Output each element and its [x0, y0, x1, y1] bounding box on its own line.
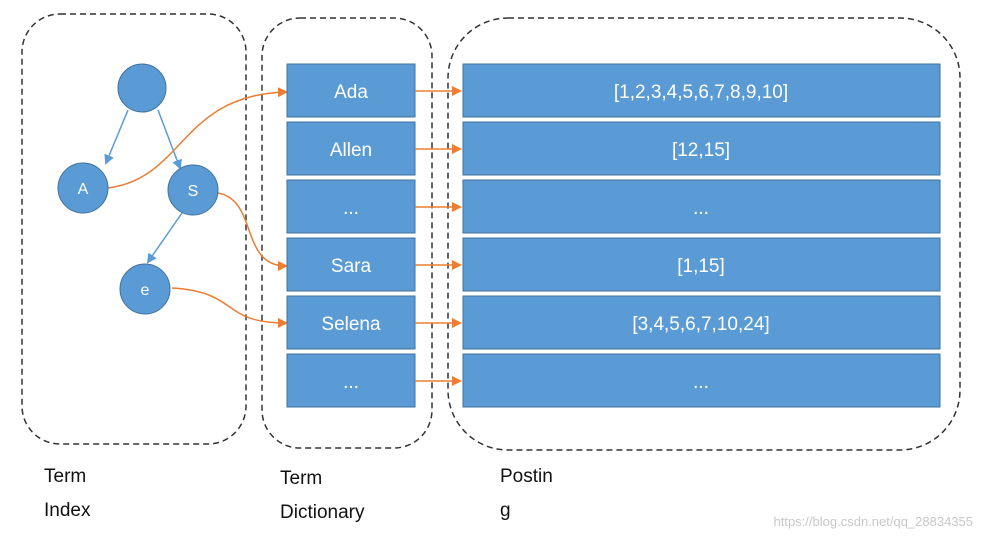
tree-node-e-label: e — [141, 282, 150, 299]
tree-edge-s-e — [146, 212, 183, 264]
caption-postings-line1: Postin — [500, 466, 553, 487]
dictionary-entry: ... — [286, 179, 416, 234]
posting-values: [12,15] — [672, 140, 730, 161]
term-index-container — [21, 13, 247, 445]
posting-list: [12,15] — [462, 121, 941, 176]
tree-node-root — [117, 63, 167, 113]
dictionary-entry: Allen — [286, 121, 416, 176]
dictionary-entry: Ada — [286, 63, 416, 118]
watermark: https://blog.csdn.net/qq_28834355 — [773, 514, 974, 529]
connector-s-to-sara — [217, 192, 288, 271]
posting-values: ... — [693, 372, 709, 393]
caption-term-dictionary-line2: Dictionary — [280, 502, 365, 523]
dictionary-entry: ... — [286, 353, 416, 408]
dictionary-term: Selena — [321, 314, 381, 335]
posting-list: [1,15] — [462, 237, 941, 292]
caption-term-dictionary: Term Dictionary — [280, 462, 364, 530]
tree-node-e: e — [119, 263, 171, 315]
tree-node-s: S — [167, 164, 219, 216]
posting-list: [1,2,3,4,5,6,7,8,9,10] — [462, 63, 941, 118]
tree-node-a-label: A — [78, 181, 89, 198]
dictionary-entry: Sara — [286, 237, 416, 292]
term-dictionary-container — [261, 17, 433, 449]
caption-term-index: Term Index — [44, 460, 90, 528]
tree-edge-root-s — [157, 109, 182, 170]
posting-list: [3,4,5,6,7,10,24] — [462, 295, 941, 350]
caption-term-dictionary-line1: Term — [280, 468, 323, 489]
tree-node-s-label: S — [188, 183, 199, 200]
caption-postings-line2: g — [500, 500, 511, 521]
connector-e-to-selena — [171, 287, 288, 328]
dictionary-entry: Selena — [286, 295, 416, 350]
connector-a-to-ada — [107, 87, 288, 189]
dictionary-term: Allen — [330, 140, 372, 161]
dictionary-term: Sara — [331, 256, 372, 277]
caption-term-index-line2: Index — [44, 500, 91, 521]
posting-values: [1,2,3,4,5,6,7,8,9,10] — [614, 82, 788, 103]
tree-edge-root-a — [104, 109, 129, 165]
posting-list: ... — [462, 353, 941, 408]
posting-values: [3,4,5,6,7,10,24] — [632, 314, 769, 335]
tree-node-a: A — [57, 162, 109, 214]
posting-values: [1,15] — [677, 256, 725, 277]
caption-term-index-line1: Term — [44, 466, 87, 487]
posting-list: ... — [462, 179, 941, 234]
dictionary-term: Ada — [334, 82, 368, 103]
dictionary-term: ... — [343, 372, 359, 393]
posting-values: ... — [693, 198, 709, 219]
caption-postings: Postin g — [500, 460, 553, 528]
postings-container — [447, 17, 961, 451]
dictionary-term: ... — [343, 198, 359, 219]
